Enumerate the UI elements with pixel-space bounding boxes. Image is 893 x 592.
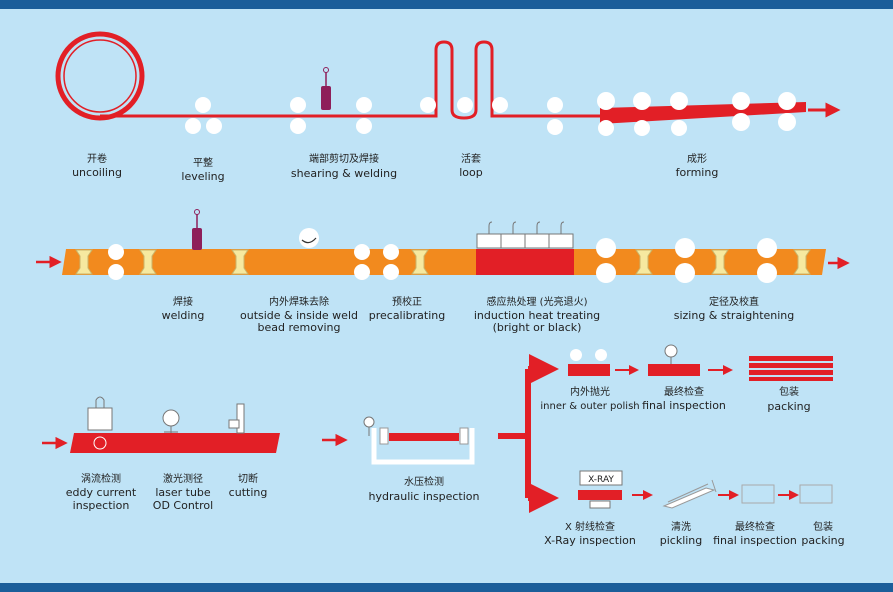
cutting-en: cutting	[229, 486, 268, 499]
packing2-cn: 包装	[813, 520, 833, 533]
welding-en: welding	[162, 309, 205, 322]
leveling-en: leveling	[181, 170, 224, 183]
welding-torch-2	[192, 209, 202, 250]
eddy-sensor	[87, 396, 113, 450]
loop-en: loop	[459, 166, 483, 179]
coil-inner	[63, 39, 137, 113]
pickling-tank	[662, 479, 717, 509]
loop-rolls	[420, 97, 508, 113]
branch-connector	[498, 354, 559, 513]
red-tube	[70, 433, 280, 453]
polish-en: inner & outer polish	[540, 401, 639, 412]
laser-gauge	[162, 409, 180, 433]
bead-en2: bead removing	[258, 321, 341, 334]
welding-cn: 焊接	[173, 295, 193, 308]
row2-line: 焊接 welding 内外焊珠去除 outside & inside weld …	[36, 209, 850, 334]
xray-en: X-Ray inspection	[544, 534, 636, 547]
sizing-cn: 定径及校直	[709, 295, 759, 308]
shearing-cn: 端部剪切及焊接	[309, 152, 379, 165]
xray-station: X-RAY	[578, 470, 623, 509]
strip-path	[100, 40, 600, 120]
leveling-cn: 平整	[193, 156, 213, 169]
bottom-border	[0, 583, 893, 592]
row3: 涡流检测 eddy current inspection 激光测径 laser …	[42, 344, 845, 547]
leveling-rolls	[185, 97, 222, 134]
bead-en1: outside & inside weld	[240, 309, 358, 322]
orange-tube	[62, 249, 826, 275]
laser-en2: OD Control	[153, 499, 213, 512]
hydraulic-en: hydraulic inspection	[369, 490, 480, 503]
shearing-en: shearing & welding	[291, 167, 397, 180]
final-station-2	[741, 484, 775, 504]
cutting-cn: 切断	[238, 472, 258, 485]
pickling-en: pickling	[660, 534, 703, 547]
packing2-en: packing	[801, 534, 844, 547]
sizing-en: sizing & straightening	[674, 309, 795, 322]
packing-station-2	[799, 484, 833, 504]
row2-rolls	[108, 238, 777, 283]
final1-en: final inspection	[642, 399, 726, 412]
precal-cn: 预校正	[392, 295, 422, 308]
final2-en: final inspection	[713, 534, 797, 547]
coil	[55, 31, 145, 121]
induction-zone	[476, 249, 574, 275]
polish-cn: 内外抛光	[570, 385, 610, 398]
forming-strip	[600, 102, 806, 124]
welding-torch-1	[321, 67, 331, 110]
polish-station	[568, 349, 610, 376]
clamps	[75, 249, 811, 275]
cutter	[228, 403, 245, 434]
forming-rolls	[547, 92, 796, 136]
laser-cn: 激光测径	[163, 472, 203, 485]
forming-cn: 成形	[687, 153, 707, 165]
precal-en: precalibrating	[369, 309, 446, 322]
pickling-cn: 清洗	[671, 520, 691, 533]
packing-bundle	[749, 356, 833, 381]
shearing-rolls	[290, 97, 372, 134]
xray-cn: X 射线检查	[565, 520, 615, 533]
induction-en2: (bright or black)	[493, 321, 582, 334]
hydraulic-cn: 水压检测	[404, 475, 444, 488]
top-border	[0, 0, 893, 9]
laser-en1: laser tube	[155, 486, 211, 499]
loop-cn: 活套	[461, 152, 481, 165]
induction-cn: 感应热处理 (光亮退火)	[487, 295, 588, 308]
xray-box-label: X-RAY	[588, 475, 614, 485]
bead-cn: 内外焊珠去除	[269, 295, 329, 308]
uncoiling-en: uncoiling	[72, 166, 122, 179]
final1-cn: 最终检查	[664, 385, 704, 398]
forming-en: forming	[676, 166, 719, 179]
induction-en1: induction heat treating	[474, 309, 600, 322]
final-station-1	[648, 344, 700, 376]
hydraulic-tank	[363, 416, 475, 465]
packing1-en: packing	[767, 400, 810, 413]
eddy-en1: eddy current	[66, 486, 137, 499]
eddy-cn: 涡流检测	[81, 472, 121, 485]
final2-cn: 最终检查	[735, 520, 775, 533]
packing1-cn: 包装	[779, 385, 799, 398]
uncoiling-cn: 开卷	[87, 152, 107, 165]
induction-coils	[476, 221, 574, 249]
row1-line: 开卷 uncoiling 平整 leveling 端部剪切及焊接 shearin…	[55, 31, 841, 183]
bead-cutter	[299, 228, 319, 248]
eddy-en2: inspection	[73, 499, 130, 512]
